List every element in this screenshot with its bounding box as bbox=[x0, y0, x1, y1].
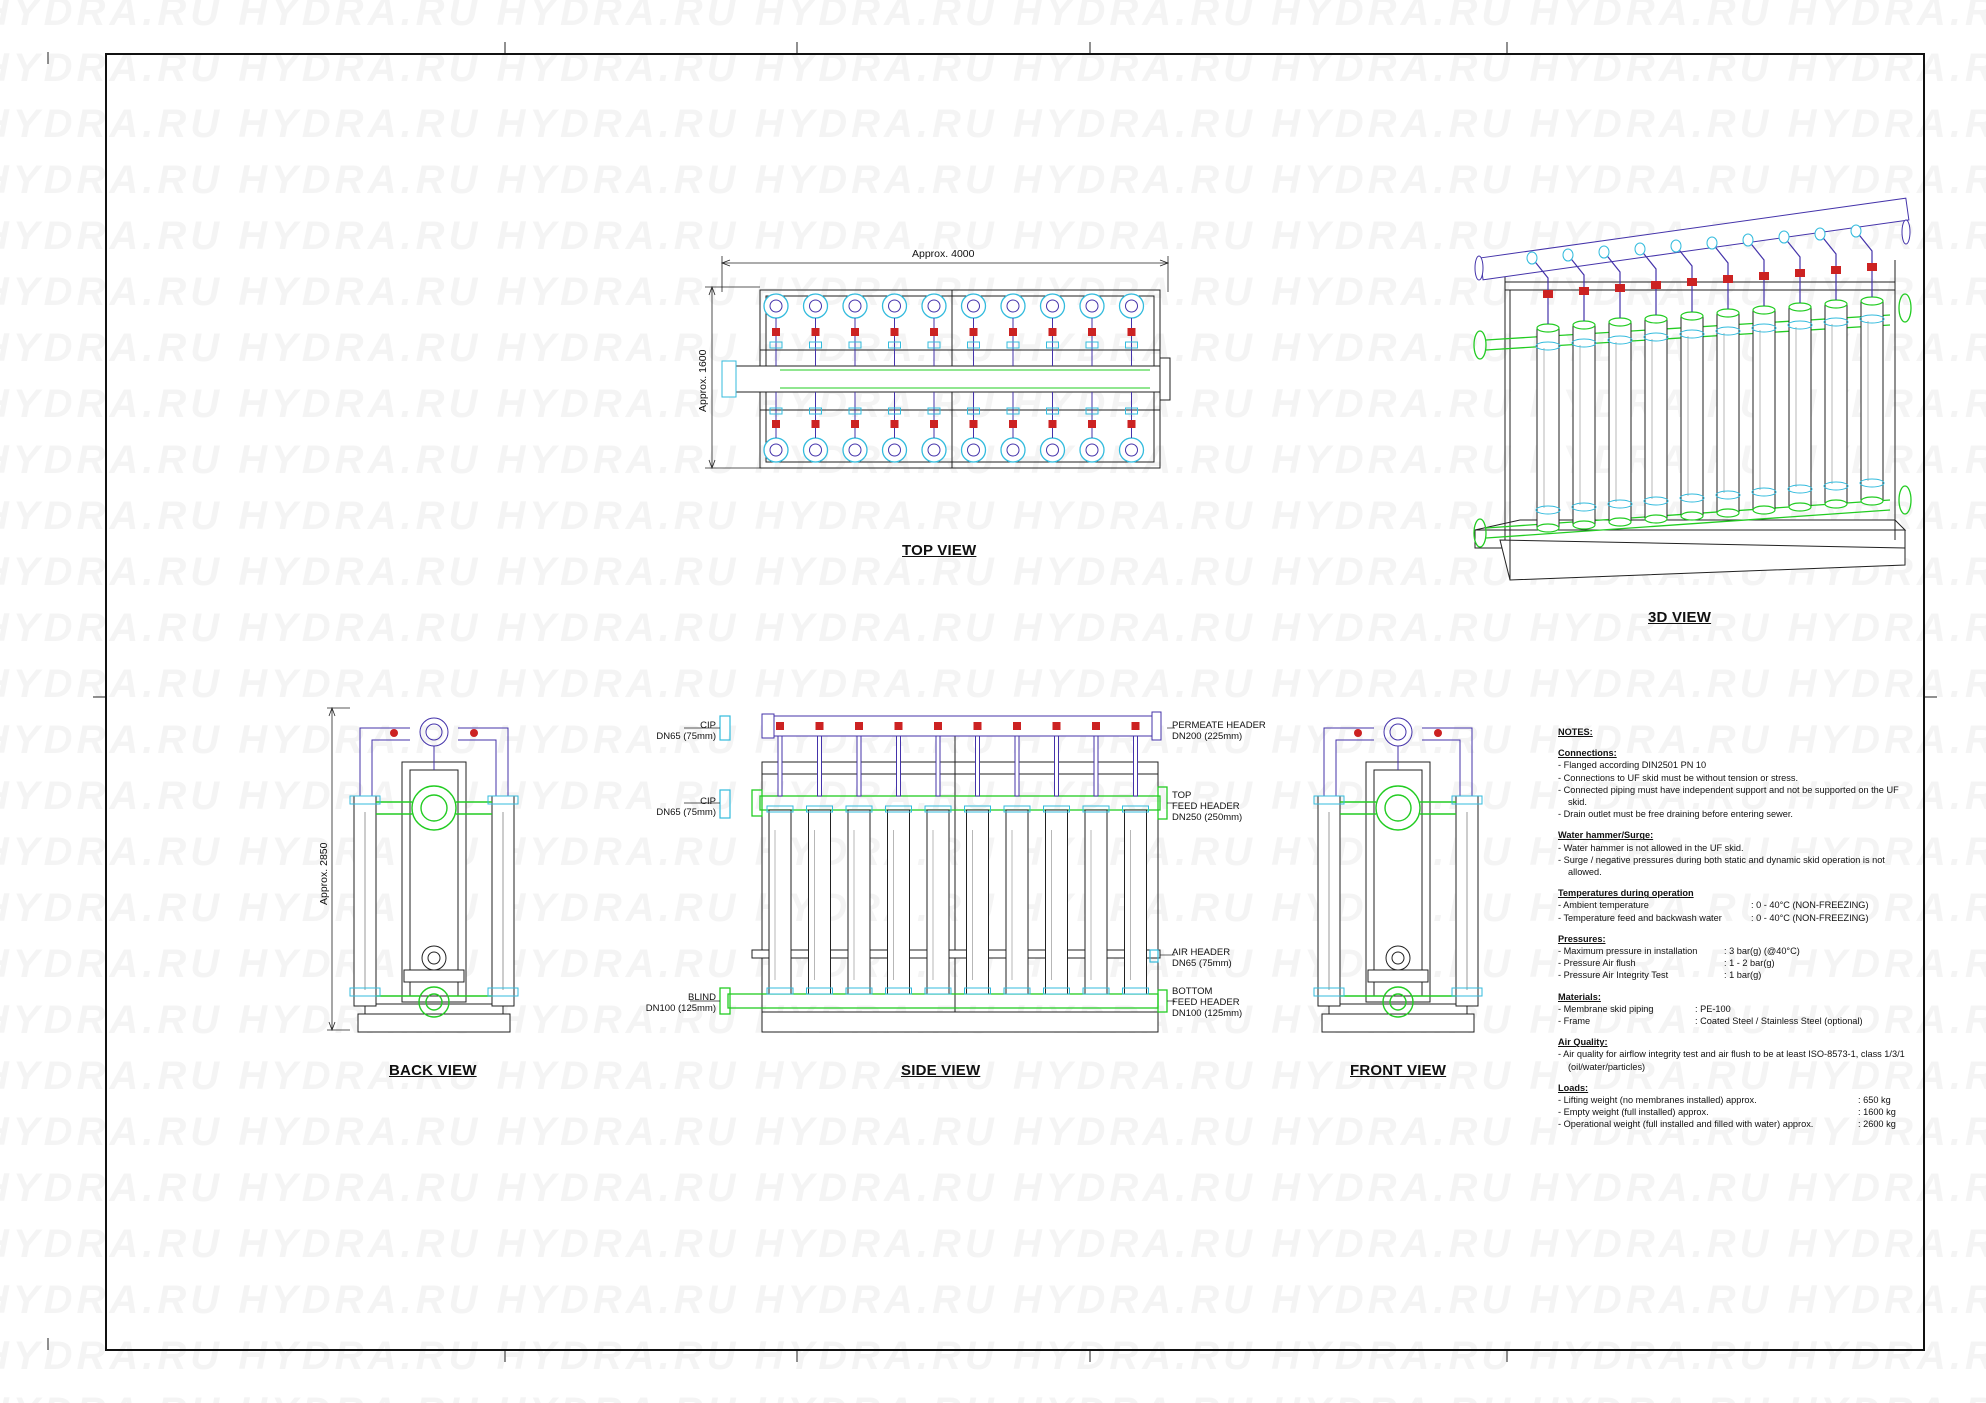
membrane-3d-view bbox=[1634, 242, 1669, 524]
notes-temperatures: Temperatures during operation - Ambient … bbox=[1558, 888, 1869, 923]
membrane-3d-view bbox=[1706, 236, 1741, 518]
membrane-side-view bbox=[1043, 722, 1070, 995]
module-pipe bbox=[967, 318, 980, 438]
membrane-3d-view bbox=[1814, 227, 1849, 509]
membrane-side-view bbox=[924, 722, 952, 995]
module-pipe bbox=[809, 318, 822, 438]
notes-title: NOTES: bbox=[1558, 727, 1593, 737]
notes-loads: Loads: - Lifting weight (no membranes in… bbox=[1558, 1082, 1896, 1130]
module-top-view bbox=[1000, 437, 1026, 463]
dim-width: Approx. 4000 bbox=[912, 248, 975, 260]
membrane-3d-view bbox=[1598, 245, 1633, 527]
module-pipe bbox=[1085, 318, 1099, 438]
membrane-3d-view bbox=[1670, 239, 1705, 521]
module-top-view bbox=[1118, 437, 1145, 463]
notes-block: NOTES: Connections: - Flanged according … bbox=[1558, 726, 1918, 1131]
module-top-view bbox=[1039, 293, 1066, 319]
module-pipe bbox=[1006, 318, 1020, 438]
front-view-title: FRONT VIEW bbox=[1350, 1062, 1447, 1079]
membrane-3d-view bbox=[1562, 248, 1597, 530]
membrane-side-view bbox=[1082, 722, 1110, 995]
side-view-title: SIDE VIEW bbox=[901, 1062, 981, 1079]
membrane-side-view bbox=[1003, 722, 1031, 995]
membrane-side-view bbox=[885, 722, 912, 995]
membrane-side-view bbox=[845, 722, 873, 995]
module-top-view bbox=[842, 293, 868, 319]
module-pipe bbox=[1125, 318, 1138, 438]
notes-pressures: Pressures: - Maximum pressure in install… bbox=[1558, 933, 1800, 981]
membrane-3d-view bbox=[1850, 224, 1885, 506]
membrane-side-view bbox=[766, 722, 794, 995]
notes-connections: Connections: - Flanged according DIN2501… bbox=[1558, 748, 1899, 820]
module-pipe bbox=[1046, 318, 1059, 438]
three-d-view-title: 3D VIEW bbox=[1648, 609, 1712, 626]
drawing-border bbox=[105, 53, 1925, 1351]
module-pipe bbox=[769, 318, 783, 438]
membrane-side-view bbox=[806, 722, 833, 995]
notes-air-quality: Air Quality: - Air quality for airflow i… bbox=[1558, 1037, 1905, 1072]
back-view-title: BACK VIEW bbox=[389, 1062, 477, 1079]
notes-materials: Materials: - Membrane skid piping: PE-10… bbox=[1558, 991, 1863, 1026]
membrane-side-view bbox=[1122, 722, 1149, 995]
membrane-3d-view bbox=[1526, 251, 1561, 533]
notes-water-hammer: Water hammer/Surge: - Water hammer is no… bbox=[1558, 830, 1885, 878]
module-top-view bbox=[802, 293, 829, 319]
membrane-3d-view bbox=[1778, 230, 1813, 512]
module-pipe bbox=[888, 318, 901, 438]
membrane-side-view bbox=[964, 722, 991, 995]
module-pipe bbox=[848, 318, 862, 438]
module-top-view bbox=[1118, 293, 1145, 319]
membrane-3d-view bbox=[1742, 233, 1777, 515]
top-view-title: TOP VIEW bbox=[902, 542, 977, 559]
module-pipe bbox=[927, 318, 941, 438]
